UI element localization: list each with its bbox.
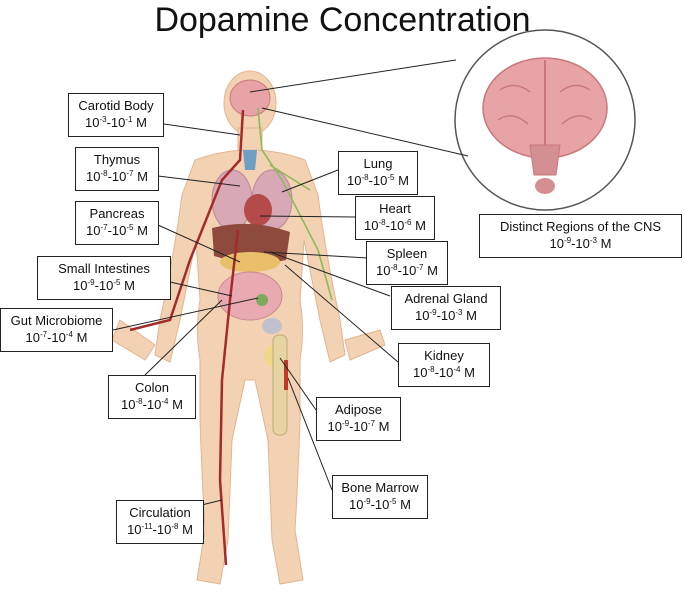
label-heart: Heart 10-8-10-6 M [355, 196, 435, 240]
label-adrenal-gland-name: Adrenal Gland [404, 291, 488, 306]
connector-lines [112, 59, 469, 513]
label-colon: Colon 10-8-10-4 M [108, 375, 196, 419]
label-kidney: Kidney 10-8-10-4 M [398, 343, 490, 387]
brain-inset [454, 29, 636, 211]
label-bone-marrow-name: Bone Marrow [341, 480, 419, 495]
label-adipose: Adipose 10-9-10-7 M [316, 397, 401, 441]
label-cns-name: Distinct Regions of the CNS [499, 219, 662, 234]
label-kidney-value: 10-8-10-4 M [413, 365, 475, 380]
vessels [129, 109, 245, 566]
label-thymus: Thymus 10-8-10-7 M [75, 147, 159, 191]
label-kidney-name: Kidney [424, 348, 464, 363]
label-gut-microbiome-name: Gut Microbiome [10, 313, 103, 328]
label-gut-microbiome: Gut Microbiome 10-7-10-4 M [0, 308, 113, 352]
label-circulation-name: Circulation [129, 505, 191, 520]
organs [211, 79, 293, 436]
label-colon-value: 10-8-10-4 M [121, 397, 183, 412]
label-spleen-value: 10-8-10-7 M [376, 263, 438, 278]
label-adrenal-gland-value: 10-9-10-3 M [415, 308, 477, 323]
label-colon-name: Colon [135, 380, 169, 395]
label-spleen: Spleen 10-8-10-7 M [366, 241, 448, 285]
label-pancreas-value: 10-7-10-5 M [86, 223, 148, 238]
label-pancreas-name: Pancreas [89, 206, 145, 221]
label-adipose-name: Adipose [335, 402, 382, 417]
label-adipose-value: 10-9-10-7 M [327, 419, 390, 434]
label-heart-value: 10-8-10-6 M [364, 218, 426, 233]
page-title: Dopamine Concentration [154, 1, 531, 39]
label-bone-marrow-value: 10-9-10-5 M [349, 497, 411, 512]
label-circulation-value: 10-11-10-8 M [127, 522, 193, 537]
label-carotid-body: Carotid Body 10-3-10-1 M [68, 93, 164, 137]
label-circulation: Circulation 10-11-10-8 M [116, 500, 204, 544]
label-lung-value: 10-8-10-5 M [347, 173, 409, 188]
label-small-intestines: Small Intestines 10-9-10-5 M [37, 256, 171, 300]
label-thymus-value: 10-8-10-7 M [86, 169, 148, 184]
label-small-intestines-name: Small Intestines [58, 261, 150, 276]
label-cns-value: 10-9-10-3 M [549, 236, 612, 251]
label-spleen-name: Spleen [386, 246, 428, 261]
label-small-intestines-value: 10-9-10-5 M [73, 278, 135, 293]
label-adrenal-gland: Adrenal Gland 10-9-10-3 M [391, 286, 501, 330]
label-gut-microbiome-value: 10-7-10-4 M [25, 330, 88, 345]
label-carotid-body-value: 10-3-10-1 M [85, 115, 147, 130]
label-carotid-body-name: Carotid Body [78, 98, 154, 113]
label-cns: Distinct Regions of the CNS 10-9-10-3 M [479, 214, 682, 258]
label-thymus-name: Thymus [93, 152, 141, 167]
label-lung: Lung 10-8-10-5 M [338, 151, 418, 195]
label-bone-marrow: Bone Marrow 10-9-10-5 M [332, 475, 428, 519]
label-heart-name: Heart [379, 201, 411, 216]
body-silhouette [111, 70, 386, 585]
nerves [257, 107, 333, 301]
label-lung-name: Lung [363, 156, 393, 171]
label-pancreas: Pancreas 10-7-10-5 M [75, 201, 159, 245]
